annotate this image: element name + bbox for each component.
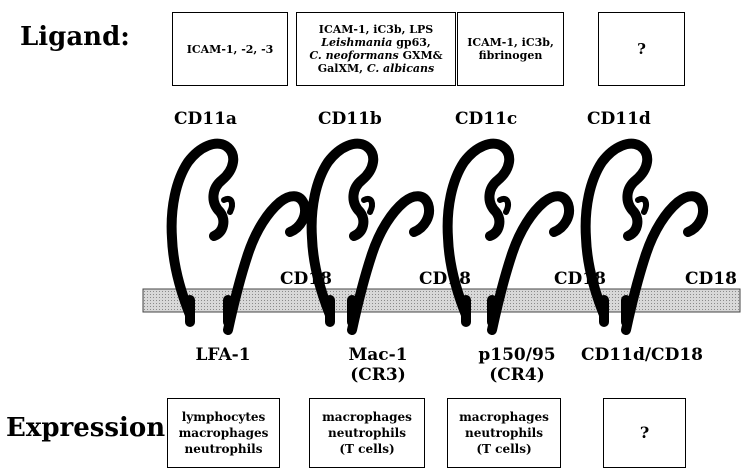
expression-box-4: ? [603,398,686,468]
integrin-name-2-text: Mac-1 [323,345,433,365]
expression-line: (T cells) [322,441,412,457]
expression-line: macrophages [179,425,269,441]
integrin-name-2: Mac-1 (CR3) [323,345,433,385]
expression-line: lymphocytes [179,409,269,425]
expression-line: ? [640,425,649,441]
integrin-alt-name-3: (CR4) [462,365,572,385]
integrin-name-1-text: LFA-1 [168,345,278,365]
expression-text-4: ? [640,425,649,441]
expression-line: macrophages [322,409,412,425]
expression-line: neutrophils [459,425,549,441]
expression-line: macrophages [459,409,549,425]
beta-chain-label-4: CD18 [685,269,737,289]
integrin-alt-name-2: (CR3) [323,365,433,385]
expression-line: neutrophils [322,425,412,441]
beta-chain-label-3: CD18 [554,269,606,289]
beta-chain-label-2: CD18 [419,269,471,289]
integrin-name-3: p150/95 (CR4) [462,345,572,385]
integrin-name-1: LFA-1 [168,345,278,365]
expression-line: (T cells) [459,441,549,457]
integrin-name-3-text: p150/95 [462,345,572,365]
beta-chain-label-1: CD18 [280,269,332,289]
integrin-name-4: CD11d/CD18 [572,345,712,365]
expression-line: neutrophils [179,441,269,457]
integrin-name-4-text: CD11d/CD18 [572,345,712,365]
